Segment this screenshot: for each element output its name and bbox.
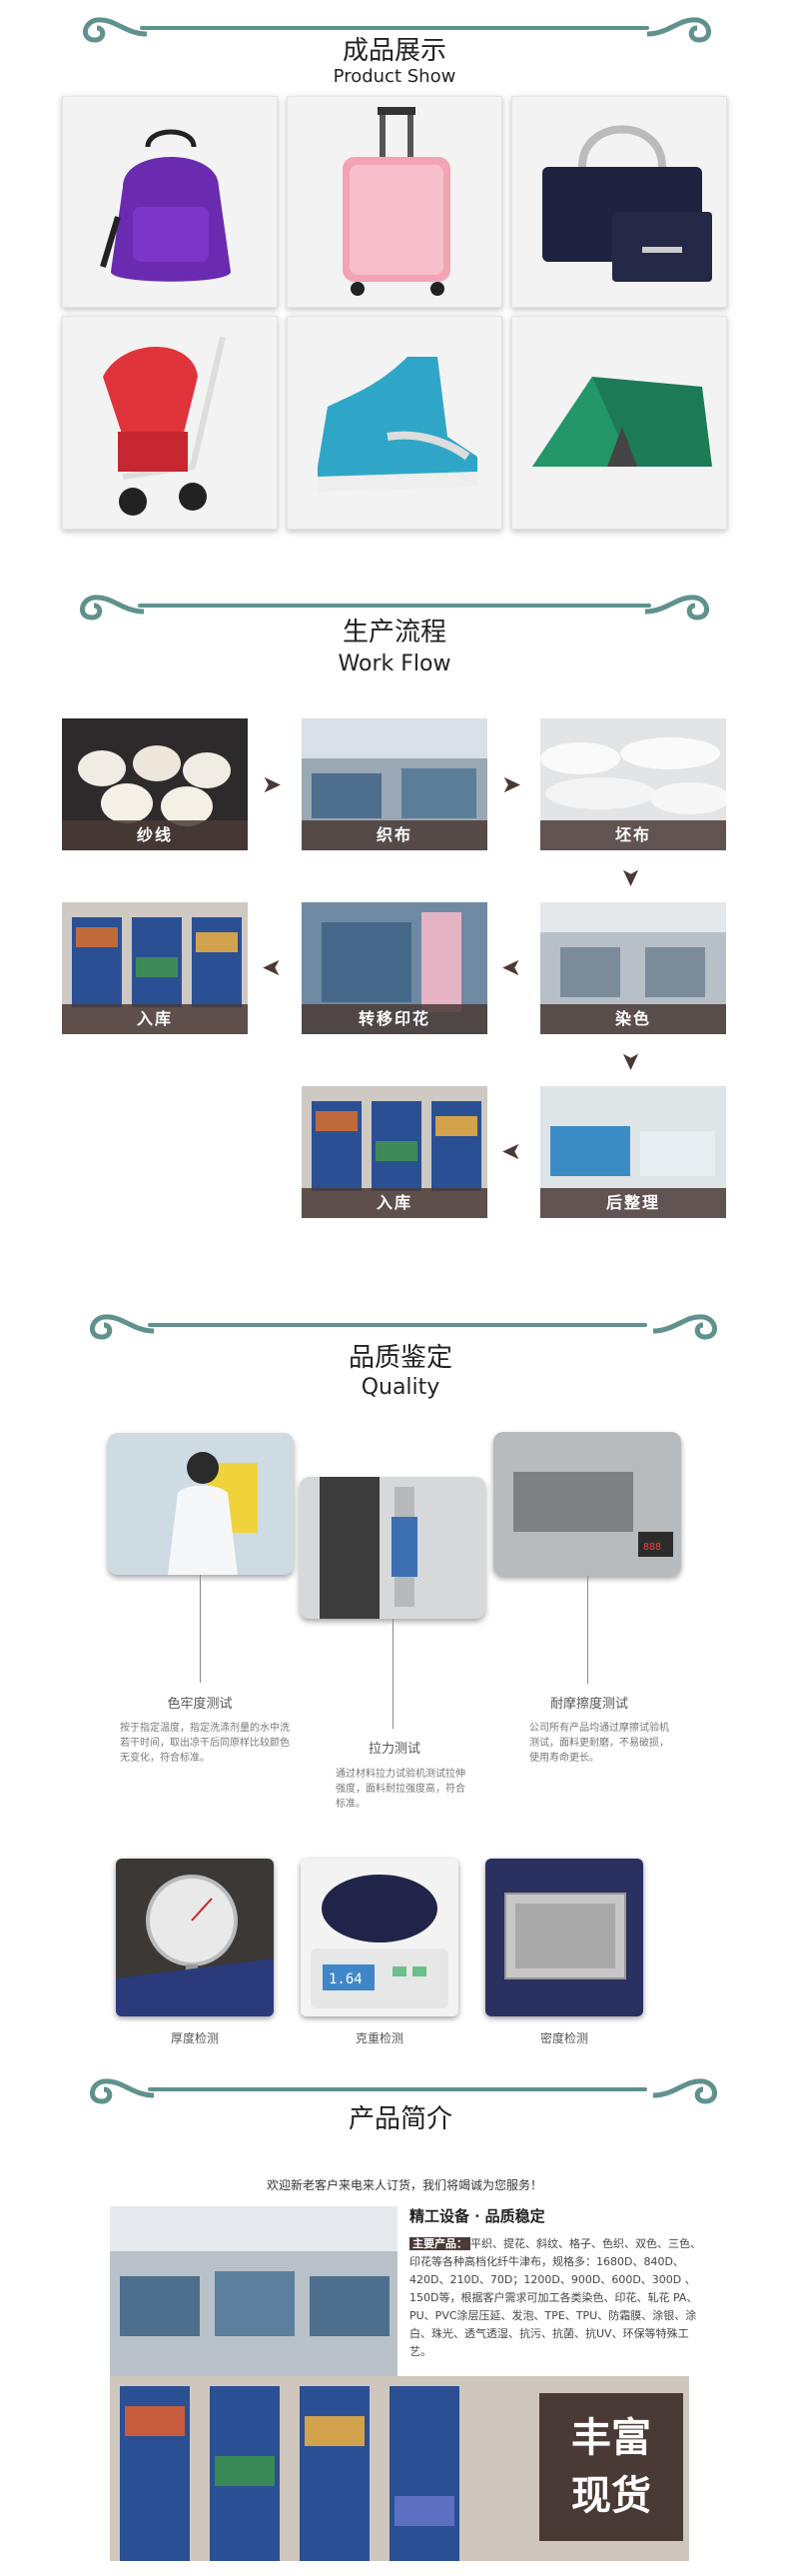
arrow-left-icon: ➤ bbox=[262, 954, 283, 982]
welcome-text: 欢迎新老客户来电来人订货，我们将竭诚为您服务！ bbox=[266, 2178, 542, 2192]
intro-heading: 精工设备 · 品质稳定 bbox=[409, 2207, 545, 2225]
scroll-line bbox=[138, 604, 651, 608]
abrasion-test-image: 888 bbox=[493, 1432, 681, 1576]
flow-step-label: 坯布 bbox=[540, 820, 726, 850]
colorfastness-test-image bbox=[108, 1433, 294, 1575]
section-title-en: Work Flow bbox=[338, 651, 451, 676]
intro-body: 平织、提花、斜纹、格子、色织、双色、三色、印花等各种高档化纤牛津布，规格多：16… bbox=[409, 2237, 701, 2358]
test-title: 拉力测试 bbox=[368, 1742, 420, 1757]
stock-badge-line2: 现货 bbox=[571, 2473, 651, 2519]
product-luggage-image bbox=[287, 96, 502, 308]
connector-line bbox=[587, 1576, 588, 1684]
flow-step-label: 纱线 bbox=[62, 820, 248, 850]
scroll-ornament-right bbox=[652, 1314, 717, 1340]
flow-step-weaving: 织布 bbox=[302, 718, 487, 850]
scroll-ornament-right bbox=[646, 17, 711, 43]
check-caption: 克重检测 bbox=[355, 2031, 403, 2045]
test-description: 公司所有产品均通过摩擦试验机测试，面料更耐磨，不易破损，使用寿命更长。 bbox=[529, 1723, 669, 1764]
scroll-line bbox=[140, 26, 649, 30]
product-stroller-image bbox=[62, 316, 278, 530]
section-title-cn: 品质鉴定 bbox=[348, 1343, 452, 1373]
flow-step-transfer-print: 转移印花 bbox=[302, 902, 487, 1034]
flow-step-yarn: 纱线 bbox=[62, 718, 248, 850]
flow-step-label: 织布 bbox=[302, 820, 487, 850]
flow-step-label: 入库 bbox=[302, 1188, 487, 1218]
arrow-right-icon: ➤ bbox=[262, 770, 283, 798]
test-title: 色牢度测试 bbox=[167, 1697, 233, 1712]
flow-step-label: 后整理 bbox=[540, 1188, 726, 1218]
check-caption: 密度检测 bbox=[539, 2031, 588, 2045]
scroll-line bbox=[148, 2087, 647, 2091]
weight-scale-image: 1.64 bbox=[301, 1859, 458, 2016]
density-check-image bbox=[485, 1859, 643, 2016]
thickness-gauge-image bbox=[116, 1859, 274, 2016]
flow-step-label: 染色 bbox=[540, 1004, 726, 1034]
test-title: 耐摩擦度测试 bbox=[549, 1697, 628, 1712]
check-caption: 厚度检测 bbox=[170, 2031, 219, 2045]
flow-step-storage-2: 入库 bbox=[302, 1086, 487, 1218]
scroll-ornament-left bbox=[90, 2078, 155, 2104]
section-title-cn: 生产流程 bbox=[342, 618, 446, 647]
product-backpack-image bbox=[62, 96, 278, 308]
flow-step-storage: 入库 bbox=[62, 902, 248, 1034]
flow-step-greige: 坯布 bbox=[540, 718, 726, 850]
product-briefcase-image bbox=[511, 96, 727, 308]
svg-text:888: 888 bbox=[643, 1542, 661, 1553]
scroll-line bbox=[148, 1323, 647, 1327]
connector-line bbox=[200, 1575, 201, 1683]
intro-text: 主要产品：平织、提花、斜纹、格子、色织、双色、三色、印花等各种高档化纤牛津布，规… bbox=[409, 2235, 709, 2361]
section-title-en: Quality bbox=[361, 1375, 440, 1400]
arrow-left-icon: ➤ bbox=[501, 1138, 522, 1166]
test-description: 按于指定温度，指定洗涤剂量的水中洗若干时间，取出凉干后同原样比较颜色无变化，符合… bbox=[120, 1723, 290, 1764]
intro-tag: 主要产品： bbox=[409, 2237, 470, 2250]
arrow-left-icon: ➤ bbox=[501, 954, 522, 982]
flow-step-finishing: 后整理 bbox=[540, 1086, 726, 1218]
scroll-ornament-left bbox=[83, 17, 148, 43]
stock-badge-line1: 丰富 bbox=[571, 2415, 651, 2461]
arrow-right-icon: ➤ bbox=[501, 770, 522, 798]
product-sneaker-image bbox=[287, 316, 502, 530]
section-title-cn: 产品简介 bbox=[348, 2104, 452, 2134]
product-tent-image bbox=[511, 316, 727, 530]
arrow-down-icon: ➤ bbox=[617, 866, 646, 888]
flow-step-label: 转移印花 bbox=[302, 1004, 487, 1034]
connector-line bbox=[393, 1619, 394, 1729]
scale-readout: 1.64 bbox=[329, 1971, 363, 1987]
section-title-cn: 成品展示 bbox=[342, 36, 446, 66]
stock-badge: 丰富 现货 bbox=[539, 2393, 683, 2541]
tensile-test-image bbox=[300, 1477, 485, 1619]
flow-step-label: 入库 bbox=[62, 1004, 248, 1034]
scroll-ornament-right bbox=[652, 2078, 717, 2104]
arrow-down-icon: ➤ bbox=[617, 1050, 646, 1072]
factory-weaving-image bbox=[110, 2206, 397, 2376]
section-title-en: Product Show bbox=[333, 66, 456, 87]
flow-step-dyeing: 染色 bbox=[540, 902, 726, 1034]
scroll-ornament-right bbox=[644, 595, 709, 621]
scroll-ornament-left bbox=[90, 1314, 155, 1340]
scroll-ornament-left bbox=[80, 595, 145, 621]
test-description: 通过材料拉力试验机测试拉伸强度，面料耐拉强度高，符合标准。 bbox=[336, 1769, 465, 1810]
